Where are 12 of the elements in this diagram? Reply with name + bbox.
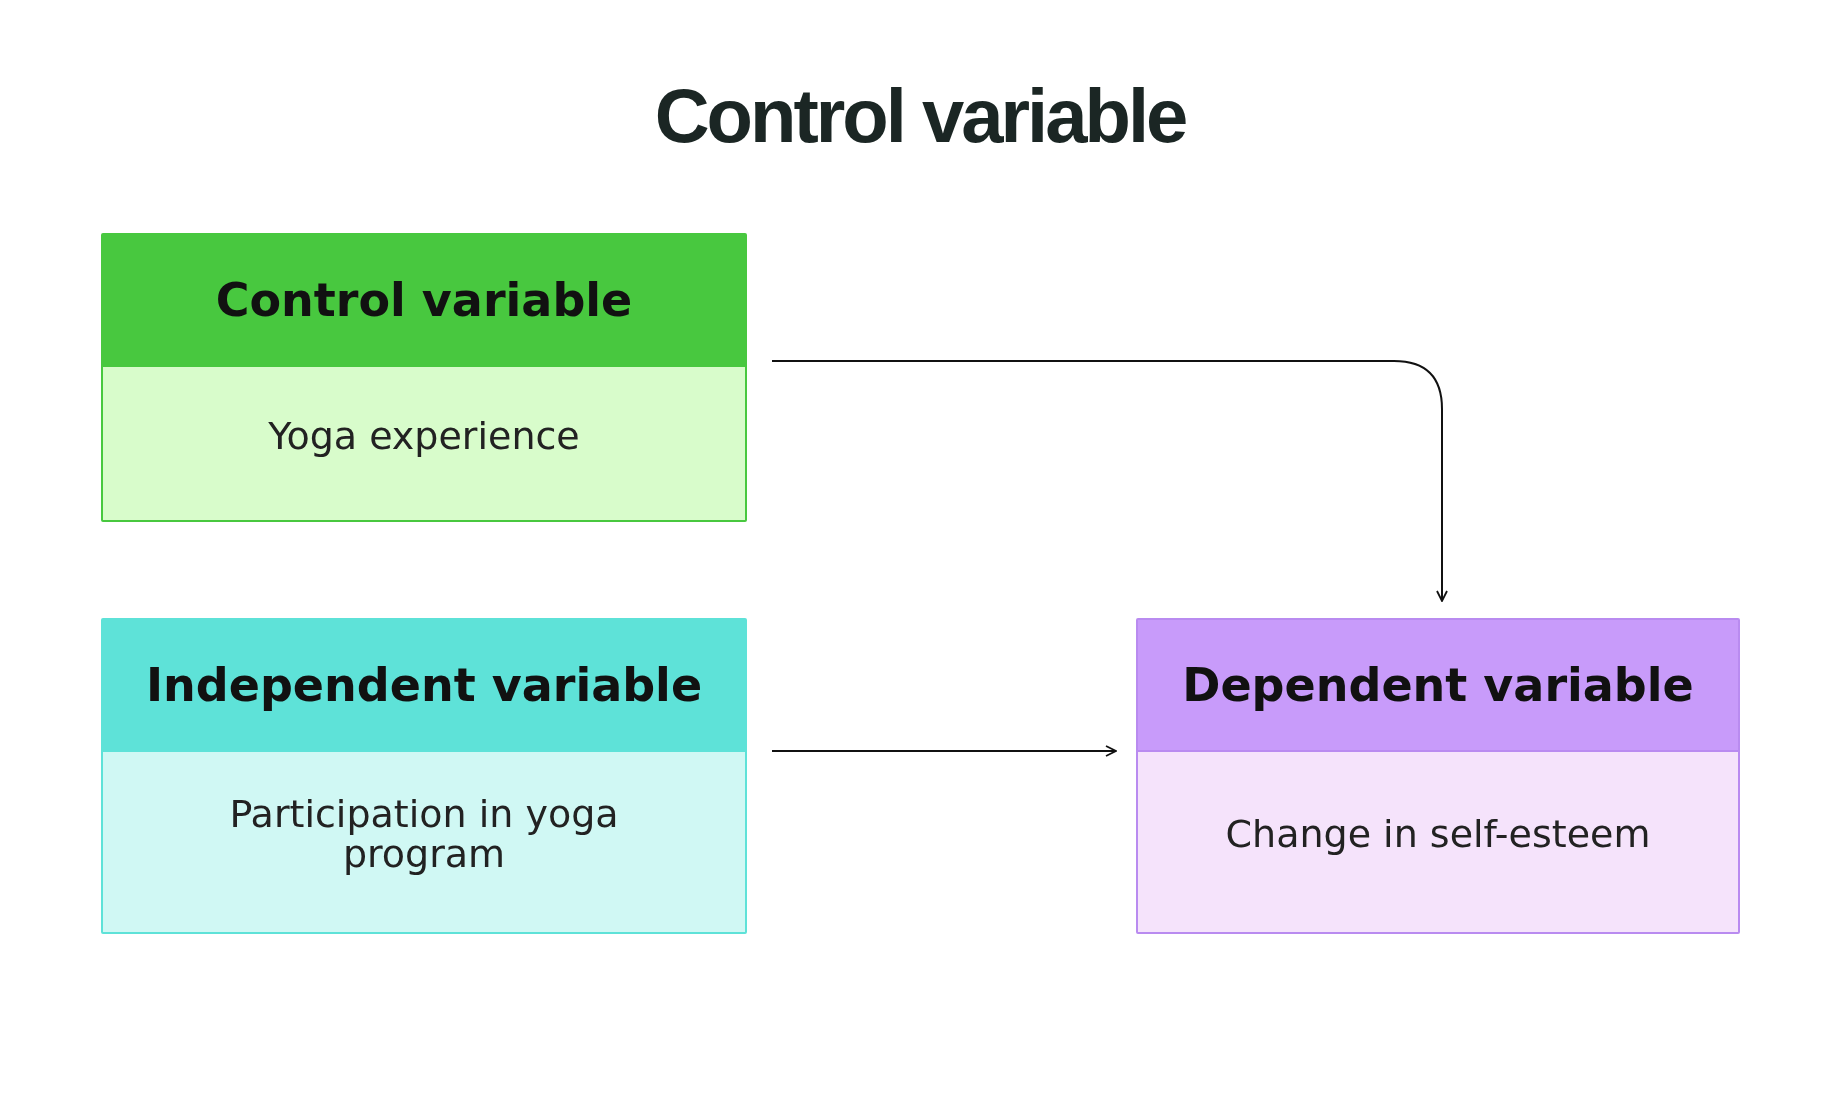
title: Control variable xyxy=(653,72,1187,159)
variable-card xyxy=(101,618,747,934)
card-text: Change in self-esteem xyxy=(1225,815,1651,855)
arrow xyxy=(771,360,1448,602)
variable-card xyxy=(1136,618,1740,934)
variable-card xyxy=(101,233,747,522)
card-heading: Independent variable xyxy=(103,620,745,752)
card-text: Yoga experience xyxy=(268,416,580,457)
card-heading: Dependent variable xyxy=(1138,620,1738,752)
arrow xyxy=(771,745,1117,757)
card-text: Participation in yoga program xyxy=(228,795,620,875)
card-heading: Control variable xyxy=(103,235,745,367)
